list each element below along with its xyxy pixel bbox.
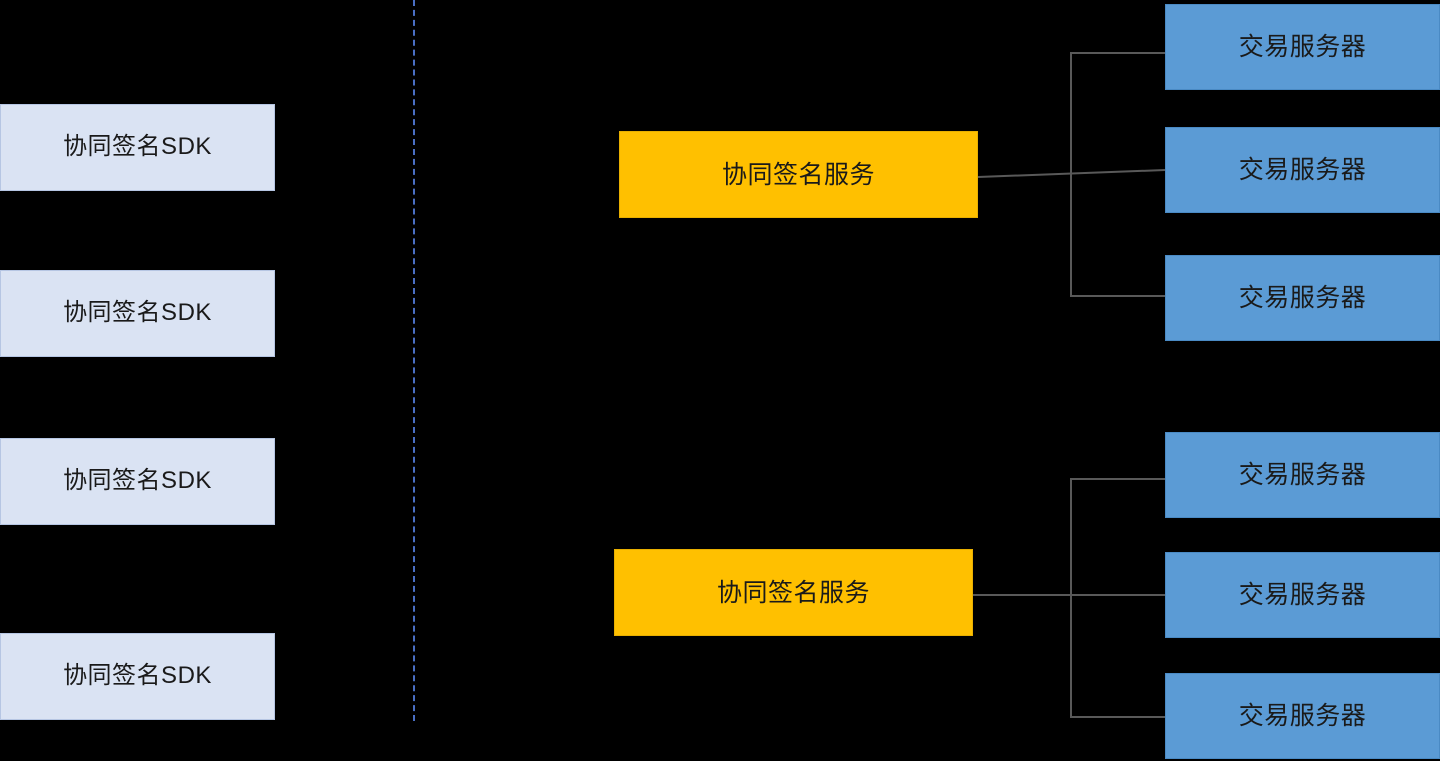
signing-service-node-2-label: 协同签名服务: [716, 578, 870, 607]
transaction-server-node-5-label: 交易服务器: [1238, 581, 1367, 609]
connector-upper-branch-3: [1070, 295, 1165, 297]
transaction-server-node-5[interactable]: 交易服务器: [1165, 552, 1440, 638]
transaction-server-node-6[interactable]: 交易服务器: [1165, 673, 1440, 759]
sdk-node-4[interactable]: 协同签名SDK: [0, 633, 275, 720]
sdk-node-4-label: 协同签名SDK: [63, 662, 212, 690]
connector-lower-branch-3: [1070, 716, 1165, 718]
transaction-server-node-4-label: 交易服务器: [1238, 461, 1367, 489]
transaction-server-node-2-label: 交易服务器: [1238, 156, 1367, 184]
sdk-node-2-label: 协同签名SDK: [63, 299, 212, 327]
vertical-dashed-divider: [413, 0, 415, 721]
connector-upper-service-to-server-2: [977, 169, 1166, 178]
sdk-node-3-label: 协同签名SDK: [63, 467, 212, 495]
sdk-node-1-label: 协同签名SDK: [63, 133, 212, 161]
signing-service-node-2[interactable]: 协同签名服务: [614, 549, 973, 636]
transaction-server-node-1[interactable]: 交易服务器: [1165, 4, 1440, 90]
signing-service-node-1-label: 协同签名服务: [721, 160, 875, 189]
transaction-server-node-4[interactable]: 交易服务器: [1165, 432, 1440, 518]
connector-lower-branch-1: [1070, 478, 1165, 480]
connector-lower-trunk: [1070, 478, 1072, 718]
transaction-server-node-1-label: 交易服务器: [1238, 33, 1367, 61]
transaction-server-node-3[interactable]: 交易服务器: [1165, 255, 1440, 341]
sdk-node-3[interactable]: 协同签名SDK: [0, 438, 275, 525]
transaction-server-node-3-label: 交易服务器: [1238, 284, 1367, 312]
transaction-server-node-2[interactable]: 交易服务器: [1165, 127, 1440, 213]
connector-lower-service-to-server-2: [973, 594, 1165, 596]
sdk-node-2[interactable]: 协同签名SDK: [0, 270, 275, 357]
connector-upper-branch-1: [1070, 52, 1165, 54]
sdk-node-1[interactable]: 协同签名SDK: [0, 104, 275, 191]
signing-service-node-1[interactable]: 协同签名服务: [619, 131, 978, 218]
transaction-server-node-6-label: 交易服务器: [1238, 702, 1367, 730]
